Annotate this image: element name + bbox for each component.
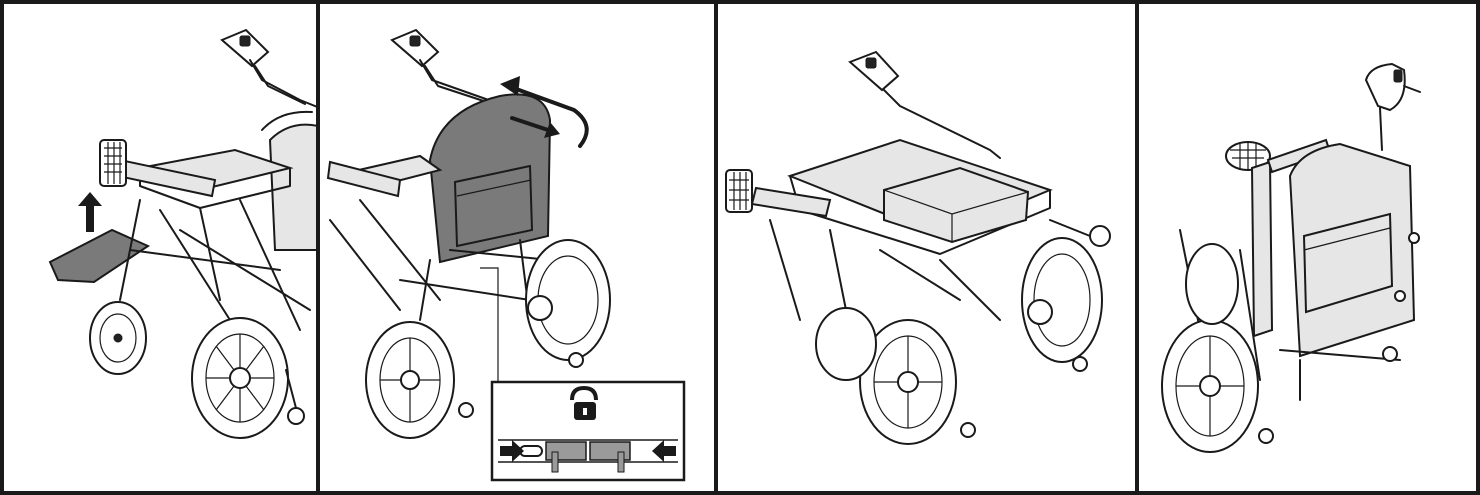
backrest-pocket [453,164,534,248]
arrow-fold-icon [500,76,520,96]
anti-tip-wheel [458,402,474,418]
armrest [326,160,402,198]
arrow-push-icon [544,122,560,138]
rear-wheel [365,321,455,439]
panel-step-2 [326,28,686,482]
caster [1382,346,1398,362]
front-wheel [815,307,877,381]
caster-wheel [89,301,147,375]
cup-holder [725,169,753,213]
drive-wheel [1185,243,1239,325]
joystick-controller [390,28,506,109]
joystick-controller [1364,62,1421,151]
side-tray [48,228,151,284]
rear-wheel [859,319,957,445]
anti-tip-wheel [960,422,976,438]
drive-wheel [1021,237,1103,363]
rear-wheel [191,317,289,439]
drive-wheel [525,239,611,361]
armrest-upright [1250,160,1274,338]
backrest [268,123,316,251]
folded-backrest [883,166,1030,244]
anti-tip-wheel [1258,428,1274,444]
panel-step-1 [48,28,316,439]
anti-tip-wheel-2 [568,352,584,368]
arrow-left-icon [652,440,676,462]
cup-holder [1225,141,1271,171]
callout-line [480,267,499,382]
arrow-right-icon [500,440,524,462]
panel-step-4 [1161,62,1421,453]
rear-wheel [1161,319,1259,453]
panel-step-3 [725,50,1111,445]
anti-tip-wheel-2 [1072,356,1088,372]
arrow-up-icon [78,192,102,232]
joystick-controller [220,28,316,108]
unlock-icon [570,385,598,420]
joystick-controller [848,50,1001,159]
anti-tip-wheel [287,407,305,425]
armrest [750,186,832,218]
caster [1089,225,1111,247]
backrest-pocket [1302,212,1394,314]
cup-holder [99,139,127,187]
latch-detail-inset [490,380,686,482]
